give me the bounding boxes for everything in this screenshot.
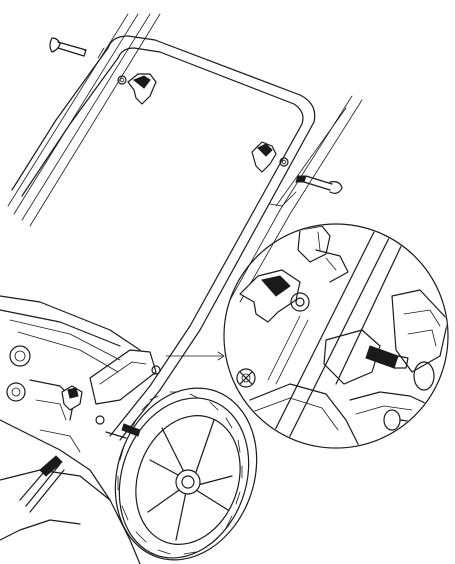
upper-handle <box>11 35 316 441</box>
rear-wheel <box>114 387 258 561</box>
wing-knob <box>236 368 256 388</box>
lower-handle <box>7 13 363 303</box>
detail-callout <box>165 223 449 449</box>
wing-knob <box>117 73 157 105</box>
wing-knob <box>251 141 289 173</box>
mower-deck <box>0 295 161 564</box>
carriage-bolt <box>49 37 87 57</box>
carriage-bolt <box>295 175 343 194</box>
